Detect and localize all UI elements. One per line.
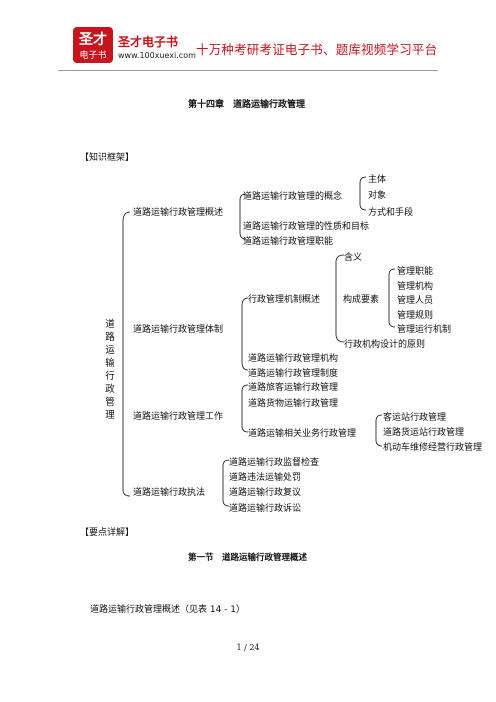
node-concept-object: 对象 (368, 191, 387, 201)
node-element-staff: 管理人员 (397, 296, 434, 306)
work-bracket (241, 384, 249, 433)
section-title: 第一节 道路运输行政管理概述 (188, 553, 308, 563)
node-mechanism: 行政管理机制概述 (248, 295, 321, 305)
section-paragraph: 道路运输行政管理概述（见表 14 - 1） (90, 605, 246, 615)
node-inspection: 道路运输行政监督检查 (229, 458, 320, 468)
node-related-freight-station: 道路货运站行政管理 (383, 428, 465, 438)
node-penalty: 道路违法运输处罚 (229, 473, 302, 483)
root-bracket (122, 211, 131, 497)
knowledge-frame-label: 【知识框架】 (80, 153, 135, 163)
node-related-repair: 机动车维修经营行政管理 (383, 443, 483, 453)
key-points-label: 【要点详解】 (80, 528, 135, 538)
concept-bracket (359, 176, 367, 211)
enforcement-bracket (222, 459, 230, 507)
overview-bracket (239, 193, 247, 240)
node-org: 道路运输行政管理机构 (248, 354, 339, 364)
node-work: 道路运输行政管理工作 (133, 412, 224, 422)
node-passenger: 道路旅客运输行政管理 (248, 383, 339, 393)
node-concept-means: 方式和手段 (368, 208, 414, 218)
node-element-mechanism: 管理运行机制 (397, 325, 452, 335)
node-concept-subject: 主体 (368, 175, 387, 185)
brand-logo: 圣才 电子书 (73, 27, 113, 63)
tree-root-label: 道路运输行政管理 (105, 319, 115, 421)
node-meaning: 含义 (344, 253, 363, 263)
header-divider (58, 70, 438, 71)
related-bracket (375, 414, 383, 447)
node-related: 道路运输相关业务行政管理 (248, 429, 357, 439)
chapter-title: 第十四章 道路运输行政管理 (188, 100, 306, 110)
node-review: 道路运输行政复议 (229, 488, 302, 498)
system-bracket (241, 297, 249, 371)
node-related-station: 客运站行政管理 (383, 413, 447, 423)
brand-url[interactable]: www.100xuexi.com (118, 51, 196, 60)
header-slogan: 十万种考研考证电子书、题库视频学习平台 (196, 42, 438, 57)
brand-name: 圣才电子书 (118, 35, 179, 49)
node-system: 道路运输行政管理体制 (133, 325, 224, 335)
node-element-rules: 管理规则 (397, 311, 434, 321)
node-concept: 道路运输行政管理的概念 (243, 192, 343, 202)
node-overview: 道路运输行政管理概述 (133, 208, 224, 218)
node-function: 道路运输行政管理职能 (243, 237, 334, 247)
node-principle: 行政机构设计的原则 (344, 340, 426, 350)
node-element-agency: 管理机构 (397, 282, 434, 292)
node-enforcement: 道路运输行政执法 (133, 488, 206, 498)
node-nature: 道路运输行政管理的性质和目标 (243, 222, 370, 232)
page-number: 1 / 24 (236, 643, 260, 652)
elements-bracket (388, 268, 396, 328)
mechanism-bracket (335, 254, 345, 343)
node-litigation: 道路运输行政诉讼 (229, 504, 302, 514)
node-institution: 道路运输行政管理制度 (248, 369, 339, 379)
node-elements: 构成要素 (343, 295, 380, 305)
node-element-function: 管理职能 (397, 267, 434, 277)
logo-text-sub: 电子书 (79, 51, 107, 61)
logo-text-main: 圣才 (79, 32, 107, 48)
node-freight: 道路货物运输行政管理 (248, 399, 339, 409)
